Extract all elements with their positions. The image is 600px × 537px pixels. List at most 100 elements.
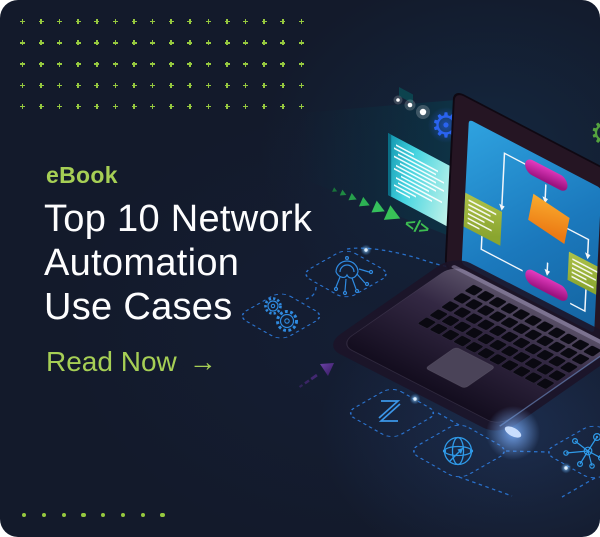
teal-chip — [399, 87, 413, 104]
purple-arrow-icon — [298, 363, 334, 388]
arrow-right-icon: → — [188, 346, 217, 377]
plus-mark — [150, 82, 156, 88]
title-line-1: Top 10 Network — [44, 198, 313, 240]
code-panel — [388, 133, 460, 234]
plus-mark — [75, 19, 81, 24]
plus-mark — [280, 82, 286, 88]
plus-mark — [261, 40, 267, 46]
plus-dot-grid — [20, 19, 318, 125]
dot-mark — [120, 513, 126, 518]
flow-arrowheads — [499, 196, 591, 276]
plus-mark — [187, 61, 193, 67]
triangle-row-icon — [332, 187, 401, 220]
plus-mark — [168, 40, 174, 46]
plus-mark — [243, 82, 249, 88]
plus-mark — [112, 19, 118, 24]
plus-mark — [94, 40, 100, 46]
keyboard-keys — [418, 284, 600, 390]
plus-mark — [298, 40, 304, 46]
plus-mark — [38, 104, 44, 110]
plus-mark — [112, 40, 118, 46]
plus-mark — [57, 82, 63, 88]
plus-mark — [168, 19, 174, 24]
plus-mark — [20, 82, 25, 88]
plus-mark — [38, 82, 44, 88]
plus-mark — [38, 61, 44, 67]
plus-mark — [280, 104, 286, 110]
cta-link[interactable]: Read Now → — [46, 346, 217, 378]
code-diamond — [349, 389, 435, 437]
dot-mark — [160, 513, 165, 518]
plus-mark — [131, 82, 137, 88]
plus-mark — [20, 104, 25, 110]
plus-mark — [280, 19, 286, 24]
corner-glow — [486, 406, 540, 460]
plus-mark — [261, 104, 267, 110]
plus-mark — [280, 61, 286, 67]
flow-box-right — [567, 251, 600, 300]
ai-chip-icon — [333, 256, 374, 296]
light-beam — [300, 100, 460, 240]
plus-mark — [298, 104, 304, 110]
code-lines — [394, 144, 444, 204]
flowchart — [463, 152, 600, 313]
plus-mark — [94, 82, 100, 88]
plus-mark — [261, 61, 267, 67]
bottom-dot-row — [22, 513, 165, 518]
svg-text:⚙: ⚙ — [431, 107, 461, 145]
plus-mark — [150, 40, 156, 46]
plus-mark — [205, 19, 211, 24]
plus-mark — [38, 19, 44, 24]
page-title: Top 10 Network Automation Use Cases — [44, 197, 312, 329]
gear-icon-blue: ⚙ — [428, 107, 464, 145]
code-brackets-icon: </> — [403, 214, 432, 239]
plus-mark — [205, 104, 211, 110]
plus-mark — [131, 104, 137, 110]
plus-mark — [94, 104, 100, 110]
globe-icon — [442, 436, 474, 466]
plus-mark — [261, 82, 267, 88]
flow-pill-top — [525, 159, 568, 191]
plus-mark — [168, 61, 174, 67]
plus-mark — [298, 82, 304, 88]
plus-mark — [224, 82, 230, 88]
plus-mark — [298, 19, 304, 24]
glow-nodes — [360, 244, 572, 474]
plus-mark — [243, 61, 249, 67]
plus-mark — [205, 61, 211, 67]
plus-mark — [131, 40, 137, 46]
plus-mark — [20, 61, 25, 67]
plus-mark — [243, 104, 249, 110]
plus-mark — [243, 19, 249, 24]
plus-mark — [187, 40, 193, 46]
plus-mark — [224, 61, 230, 67]
flow-box-left — [463, 192, 503, 246]
molecule-icon — [563, 433, 600, 469]
plus-mark — [20, 40, 25, 46]
dot-mark — [22, 513, 27, 518]
dot-mark — [81, 513, 86, 518]
plus-mark — [75, 104, 81, 110]
flow-connectors — [480, 152, 590, 313]
trackpad — [426, 347, 495, 388]
dot-mark — [41, 513, 46, 518]
plus-mark — [224, 19, 230, 24]
title-line-2: Automation — [44, 242, 240, 284]
eyebrow-label: eBook — [46, 162, 118, 188]
ai-chip-diamond — [305, 250, 387, 298]
plus-mark — [75, 40, 81, 46]
dot-mark — [101, 513, 106, 518]
sparkle-dots — [393, 95, 430, 119]
plus-mark — [168, 104, 174, 110]
plus-mark — [94, 61, 100, 67]
dot-mark — [61, 513, 66, 518]
plus-mark — [243, 40, 249, 46]
flow-box-right-lines — [571, 258, 600, 289]
dot-mark — [140, 513, 145, 518]
base-edge-highlight — [499, 347, 600, 427]
flow-box-left-lines — [467, 199, 497, 232]
plus-mark — [57, 40, 63, 46]
plus-mark — [224, 104, 230, 110]
hinge-highlight — [451, 265, 600, 349]
